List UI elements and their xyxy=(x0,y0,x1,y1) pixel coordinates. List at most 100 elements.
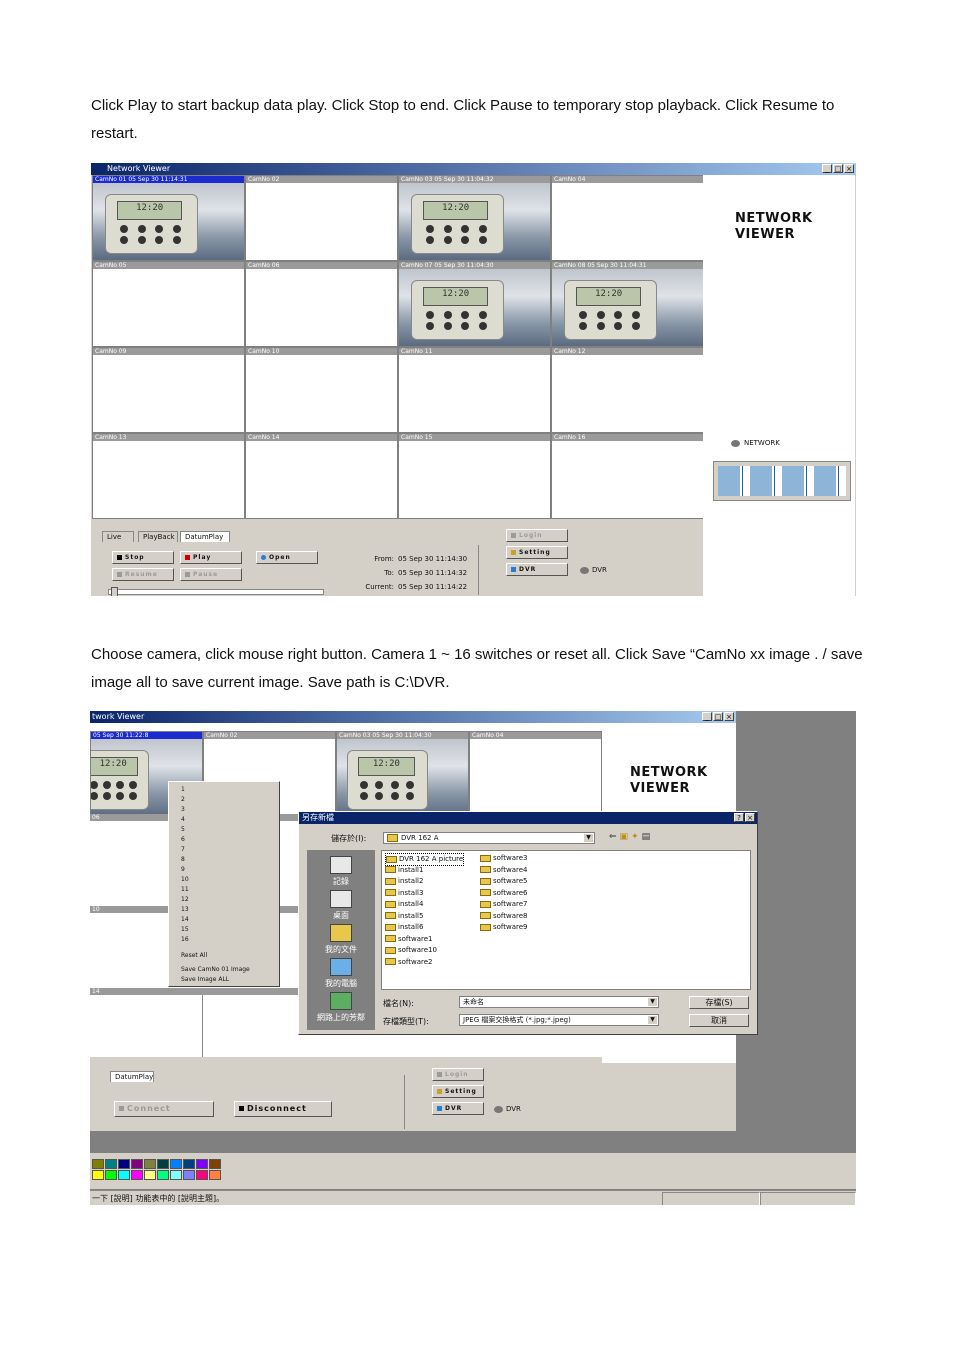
context-menu-item[interactable]: 14 xyxy=(181,916,189,923)
file-item[interactable]: software9 xyxy=(480,922,528,933)
camera-cell-10[interactable]: CamNo 10 xyxy=(245,347,398,433)
context-menu-item[interactable]: Save CamNo 01 Image xyxy=(181,966,250,973)
file-item[interactable]: software2 xyxy=(385,957,433,968)
place-my-computer[interactable]: 我的電腦 xyxy=(307,958,375,989)
context-menu-item[interactable]: 6 xyxy=(181,836,185,843)
palette-color-swatch[interactable] xyxy=(196,1159,208,1169)
context-menu-item[interactable]: Reset All xyxy=(181,952,208,959)
file-item[interactable]: software6 xyxy=(480,888,528,899)
context-menu-item[interactable]: 12 xyxy=(181,896,189,903)
context-menu-item[interactable]: 3 xyxy=(181,806,185,813)
palette-color-swatch[interactable] xyxy=(196,1170,208,1180)
save-in-select[interactable]: DVR 162 A▼ xyxy=(383,832,595,844)
minimize-button[interactable]: _ xyxy=(702,712,712,721)
chevron-down-icon[interactable]: ▼ xyxy=(648,1016,657,1024)
open-button[interactable]: Open xyxy=(256,551,318,564)
back-arrow-icon[interactable]: ⇐ xyxy=(609,832,620,842)
file-item[interactable]: software1 xyxy=(385,934,433,945)
filetype-select[interactable]: JPEG 檔案交換格式 (*.jpg;*.jpeg)▼ xyxy=(459,1014,659,1026)
context-menu-item[interactable]: 11 xyxy=(181,886,189,893)
resume-button[interactable]: Resume xyxy=(112,568,174,581)
place-recent[interactable]: 記錄 xyxy=(307,856,375,887)
layout-grid-icon[interactable] xyxy=(718,466,846,496)
palette-color-swatch[interactable] xyxy=(157,1170,169,1180)
palette-color-swatch[interactable] xyxy=(170,1159,182,1169)
stop-button[interactable]: Stop xyxy=(112,551,174,564)
palette-color-swatch[interactable] xyxy=(157,1159,169,1169)
file-item[interactable]: install4 xyxy=(385,899,423,910)
camera-cell-13[interactable]: CamNo 13 xyxy=(92,433,245,519)
cancel-button[interactable]: 取消 xyxy=(689,1014,749,1027)
file-item[interactable]: software5 xyxy=(480,876,528,887)
context-menu-item[interactable]: 13 xyxy=(181,906,189,913)
camera-cell-15[interactable]: CamNo 15 xyxy=(398,433,551,519)
file-item[interactable]: software3 xyxy=(480,853,528,864)
context-menu-item[interactable]: 7 xyxy=(181,846,185,853)
camera-cell-9[interactable]: CamNo 09 xyxy=(92,347,245,433)
disconnect-button[interactable]: Disconnect xyxy=(234,1101,332,1117)
file-item[interactable]: software8 xyxy=(480,911,528,922)
login-button[interactable]: Login xyxy=(432,1068,484,1081)
tab-datumplay[interactable]: DatumPlay xyxy=(180,531,230,542)
context-menu-item[interactable]: 8 xyxy=(181,856,185,863)
playback-slider[interactable] xyxy=(108,587,324,596)
slider-handle[interactable] xyxy=(111,587,118,596)
context-menu-item[interactable]: Save Image ALL xyxy=(181,976,230,983)
context-menu-item[interactable]: 15 xyxy=(181,926,189,933)
context-menu-item[interactable]: 2 xyxy=(181,796,185,803)
view-menu-icon[interactable]: ▤ xyxy=(641,832,654,842)
setting-button[interactable]: Setting xyxy=(432,1085,484,1098)
dialog-close-button[interactable]: × xyxy=(745,813,755,822)
close-button[interactable]: × xyxy=(844,164,854,173)
camera-cell-3[interactable]: CamNo 03 05 Sep 30 11:04:30 12:20 xyxy=(336,731,469,817)
context-menu-item[interactable]: 16 xyxy=(181,936,189,943)
palette-color-swatch[interactable] xyxy=(131,1170,143,1180)
context-menu-item[interactable]: 9 xyxy=(181,866,185,873)
dvr-button[interactable]: DVR xyxy=(432,1102,484,1115)
context-menu-item[interactable]: 1 xyxy=(181,786,185,793)
layout-selector[interactable] xyxy=(713,461,851,501)
camera-cell-12[interactable]: CamNo 12 xyxy=(551,347,704,433)
minimize-button[interactable]: _ xyxy=(822,164,832,173)
context-menu-item[interactable]: 10 xyxy=(181,876,189,883)
up-folder-icon[interactable]: ▣ xyxy=(619,832,632,842)
filename-input[interactable]: 未命名▼ xyxy=(459,996,659,1008)
camera-cell-4[interactable]: CamNo 04 xyxy=(469,731,602,817)
file-item[interactable]: DVR 162 A picture xyxy=(385,853,465,866)
help-button[interactable]: ? xyxy=(734,813,744,822)
palette-color-swatch[interactable] xyxy=(118,1170,130,1180)
palette-color-swatch[interactable] xyxy=(170,1170,182,1180)
palette-color-swatch[interactable] xyxy=(105,1159,117,1169)
file-item[interactable]: install1 xyxy=(385,865,423,876)
file-item[interactable]: software7 xyxy=(480,899,528,910)
file-item[interactable]: install2 xyxy=(385,876,423,887)
place-network[interactable]: 網路上的芳鄰 xyxy=(307,992,375,1023)
login-button[interactable]: Login xyxy=(506,529,568,542)
tab-datumplay[interactable]: DatumPlay xyxy=(110,1071,154,1082)
save-button[interactable]: 存檔(S) xyxy=(689,996,749,1009)
palette-color-swatch[interactable] xyxy=(209,1170,221,1180)
context-menu-item[interactable]: 4 xyxy=(181,816,185,823)
palette-color-swatch[interactable] xyxy=(183,1170,195,1180)
context-menu-item[interactable]: 5 xyxy=(181,826,185,833)
palette-color-swatch[interactable] xyxy=(183,1159,195,1169)
tab-live[interactable]: Live xyxy=(102,531,134,542)
new-folder-icon[interactable]: ✦ xyxy=(631,832,642,842)
palette-color-swatch[interactable] xyxy=(144,1159,156,1169)
maximize-button[interactable]: □ xyxy=(833,164,843,173)
camera-cell-6[interactable]: CamNo 06 xyxy=(245,261,398,347)
dvr-button[interactable]: DVR xyxy=(506,563,568,576)
setting-button[interactable]: Setting xyxy=(506,546,568,559)
file-item[interactable]: install5 xyxy=(385,911,423,922)
file-item[interactable]: install6 xyxy=(385,922,423,933)
place-desktop[interactable]: 桌面 xyxy=(307,890,375,921)
camera-cell-11[interactable]: CamNo 11 xyxy=(398,347,551,433)
place-documents[interactable]: 我的文件 xyxy=(307,924,375,955)
file-item[interactable]: software4 xyxy=(480,865,528,876)
pause-button[interactable]: Pause xyxy=(180,568,242,581)
connect-button[interactable]: Connect xyxy=(114,1101,214,1117)
camera-cell-16[interactable]: CamNo 16 xyxy=(551,433,704,519)
close-button[interactable]: × xyxy=(724,712,734,721)
